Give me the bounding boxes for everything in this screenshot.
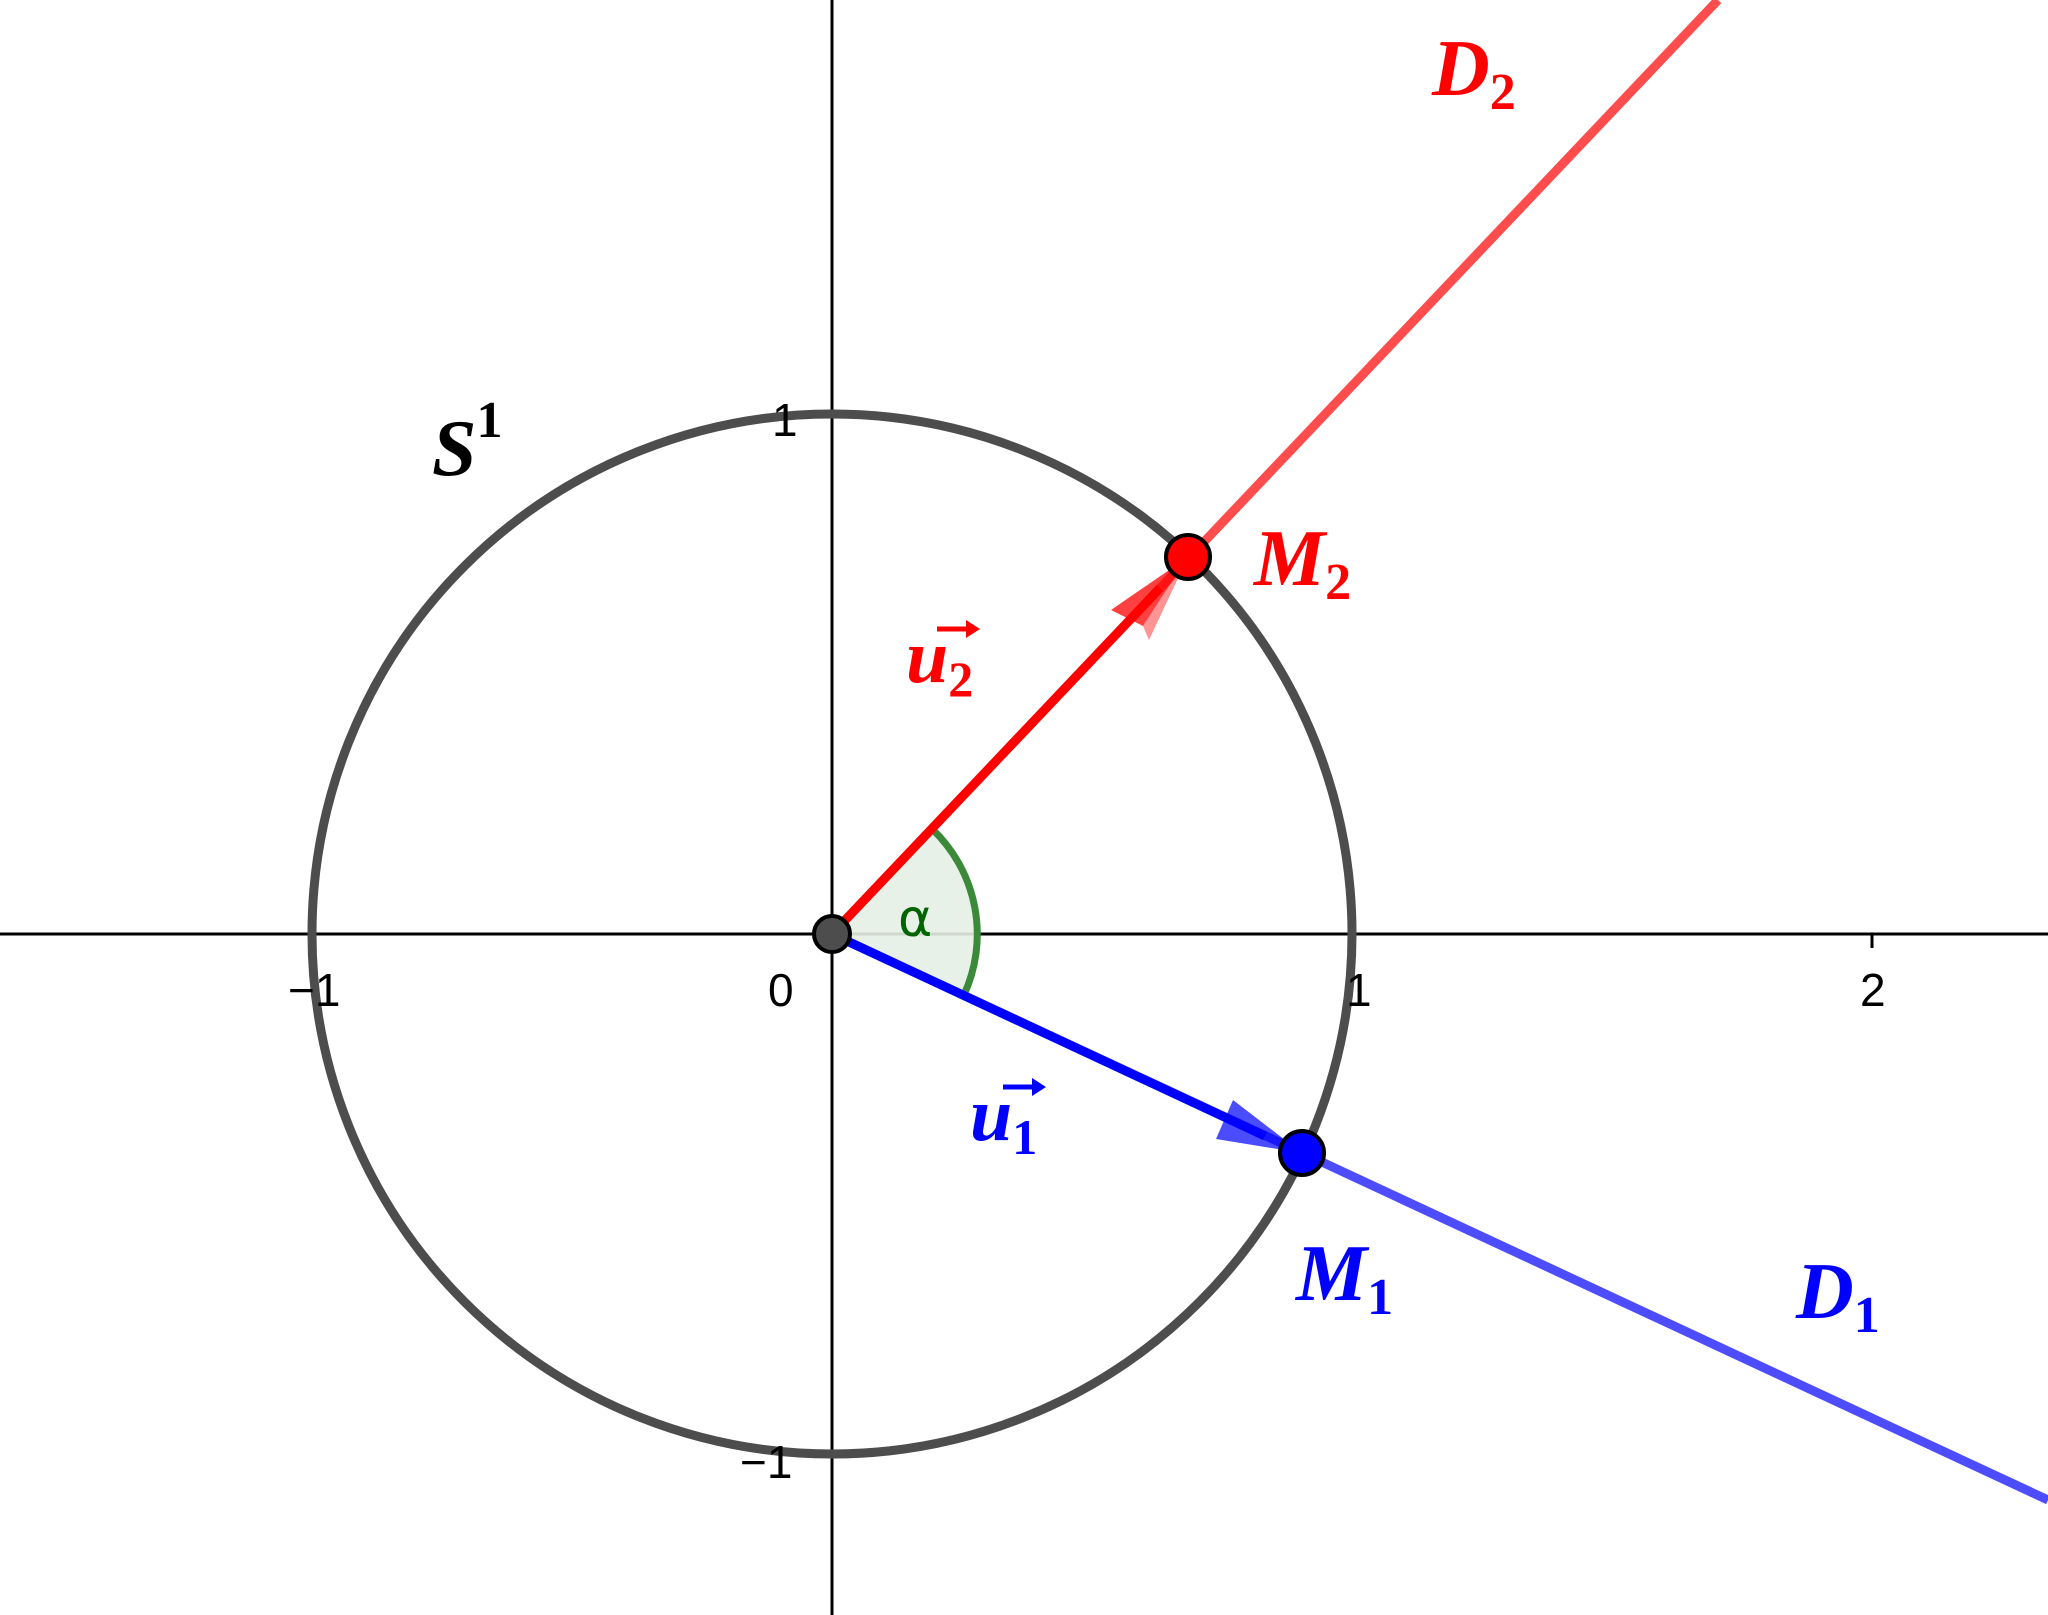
point-m2[interactable] xyxy=(1164,533,1212,581)
angle-alpha-label: α xyxy=(898,889,932,949)
angle-alpha xyxy=(832,826,981,997)
vector-u1-arrowhead xyxy=(1216,1100,1302,1153)
label-m1-main: M xyxy=(1294,1230,1370,1318)
label-m2: M2 xyxy=(1252,515,1351,611)
angle-sector xyxy=(832,828,978,996)
tick-labels: −1 0 1 2 1 −1 xyxy=(288,394,1886,1488)
angle-arc xyxy=(929,826,981,997)
x-tick-label-2: 2 xyxy=(1860,964,1886,1016)
y-tick-label-neg1: −1 xyxy=(740,1436,792,1488)
label-m2-sub: 2 xyxy=(1325,554,1351,611)
label-d2: D2 xyxy=(1431,25,1516,121)
label-m2-main: M xyxy=(1252,515,1328,603)
label-u2: u2 xyxy=(906,615,980,707)
label-m1-sub: 1 xyxy=(1367,1269,1393,1326)
label-d1: D1 xyxy=(1795,1248,1880,1344)
label-s1: S1 xyxy=(432,392,503,493)
label-d1-main: D xyxy=(1795,1248,1854,1336)
svg-text:u1: u1 xyxy=(970,1073,1037,1165)
origin-point[interactable] xyxy=(812,914,852,954)
vector-arrow-icon xyxy=(937,620,980,638)
origin-label: 0 xyxy=(768,964,794,1016)
label-s1-sup: 1 xyxy=(477,392,503,449)
label-d1-sub: 1 xyxy=(1854,1287,1880,1344)
x-tick-label-1: 1 xyxy=(1346,964,1372,1016)
x-tick-label-neg1: −1 xyxy=(288,964,340,1016)
vector-u1[interactable] xyxy=(830,929,1302,1153)
label-u1-sub: 1 xyxy=(1012,1109,1037,1165)
y-tick-label-1: 1 xyxy=(772,394,798,446)
vector-arrow-icon xyxy=(1003,1078,1046,1096)
point-m1[interactable] xyxy=(1278,1129,1326,1177)
vector-u2-arrowhead xyxy=(1111,557,1188,626)
vector-u1-shaft xyxy=(830,929,1267,1141)
vector-u2-shaft xyxy=(828,584,1164,938)
vector-u2[interactable] xyxy=(828,557,1188,938)
label-d2-main: D xyxy=(1431,25,1490,113)
label-m1: M1 xyxy=(1294,1230,1393,1326)
label-u1: u1 xyxy=(970,1073,1046,1165)
label-u2-sub: 2 xyxy=(948,651,973,707)
label-s1-main: S xyxy=(432,405,477,493)
unit-circle-s1 xyxy=(307,409,1357,1459)
label-d2-sub: 2 xyxy=(1490,64,1516,121)
